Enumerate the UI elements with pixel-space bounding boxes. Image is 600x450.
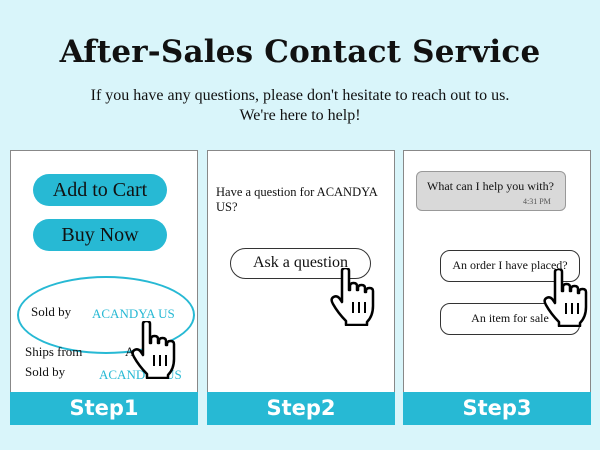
chat-timestamp: 4:31 PM (523, 197, 551, 206)
add-to-cart-button[interactable]: Add to Cart (33, 174, 167, 206)
ships-from-label: Ships from (25, 344, 83, 359)
pointing-hand-icon (330, 268, 375, 326)
ask-question-button[interactable]: Ask a question (230, 248, 371, 279)
chat-bubble: What can I help you with? 4:31 PM (416, 171, 566, 211)
question-prompt: Have a question for ACANDYA US? (216, 185, 378, 214)
step1-label: Step1 (10, 392, 198, 425)
subtitle-line-2: We're here to help! (239, 107, 361, 124)
step3-label: Step3 (403, 392, 591, 425)
seller-link[interactable]: ACANDYA US (92, 306, 175, 321)
step3-panel: What can I help you with? 4:31 PM An ord… (403, 150, 591, 425)
page-subtitle: If you have any questions, please don't … (30, 86, 570, 126)
step1-panel: Add to Cart Buy Now Sold by ACANDYA US S… (10, 150, 198, 425)
buy-now-button[interactable]: Buy Now (33, 219, 167, 251)
sold-by-label-2: Sold by (25, 364, 66, 379)
pointing-hand-icon (131, 321, 176, 379)
step2-label: Step2 (207, 392, 395, 425)
seller-highlight-ellipse (17, 276, 195, 354)
sold-by-label: Sold by (31, 304, 72, 319)
chat-message: What can I help you with? (427, 179, 554, 193)
page-title: After-Sales Contact Service (59, 34, 541, 70)
pointing-hand-icon (543, 269, 588, 327)
subtitle-line-1: If you have any questions, please don't … (90, 87, 510, 104)
step2-panel: Have a question for ACANDYA US? Ask a qu… (207, 150, 395, 425)
